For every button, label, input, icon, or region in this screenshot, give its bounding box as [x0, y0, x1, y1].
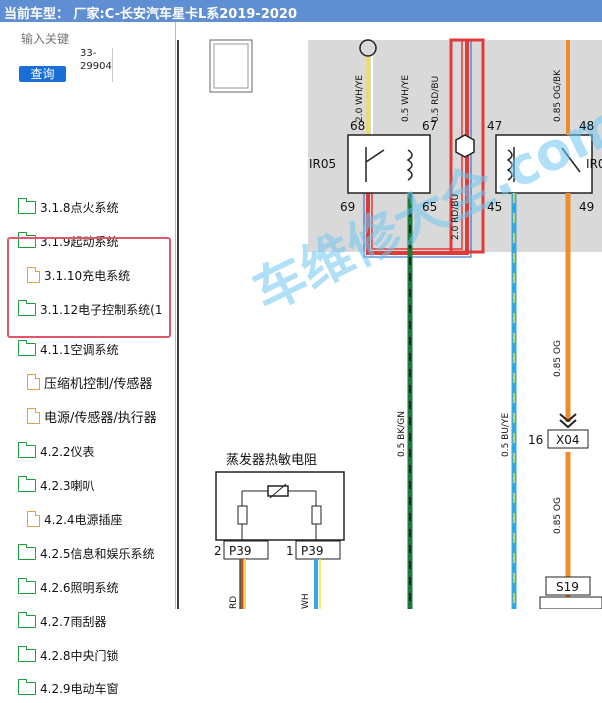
wire-label-wh: WH [301, 593, 311, 609]
tree-item-label: 3.1.12电子控制系统(1 [40, 302, 163, 317]
tree-item-doc[interactable]: 4.2.4电源插座 [27, 504, 202, 534]
sensor-title: 蒸发器热敏电阻 [226, 452, 317, 468]
relay-ir0-label: IR0 [586, 157, 602, 171]
wire-label-bk-gn: 0.5 BK/GN [397, 411, 407, 457]
tree-item-label: 4.2.8中央门锁 [40, 648, 119, 663]
folder-icon [18, 441, 36, 458]
document-icon [27, 511, 40, 527]
pin-49-label: 49 [579, 200, 594, 214]
splice-point [359, 39, 377, 57]
wiring-diagram[interactable]: 车维修大全.com 68 67 69 65 IR05 47 48 45 49 I… [176, 22, 602, 609]
wire-label-rd-bu: 0.5 RD/BU [431, 76, 441, 122]
evaporator-sensor-box [215, 471, 345, 541]
tree-item-folder[interactable]: 4.2.2仪表 [18, 436, 193, 466]
folder-icon [18, 197, 36, 214]
tree-item-doc[interactable]: 3.1.10充电系统 [27, 260, 202, 290]
tree-item-label: 3.1.10充电系统 [44, 268, 131, 283]
relay-ir05-box [347, 134, 431, 194]
folder-icon [18, 577, 36, 594]
resistor-icon-left [237, 505, 248, 525]
document-icon [27, 408, 40, 424]
folder-icon [18, 611, 36, 628]
search-divider [112, 48, 113, 82]
pin-67-label: 67 [422, 119, 437, 133]
arrow-down-icon-2 [559, 419, 577, 429]
tree-item-label: 4.1.1空调系统 [40, 342, 119, 357]
tree-item-folder[interactable]: 3.1.12电子控制系统(1 [18, 294, 193, 324]
pin-69-label: 69 [340, 200, 355, 214]
title-bar: 当前车型： 厂家:C-长安汽车星卡L系2019-2020 [0, 0, 602, 22]
tree-item-folder[interactable]: 4.2.9电动车窗 [18, 673, 193, 703]
selection-highlight-box [7, 237, 171, 338]
wire-label-og-2: 0.85 OG [553, 497, 563, 534]
wire-label-rd-bu-2: 2.0 RD/BU [451, 194, 461, 240]
tree-item-label: 4.2.6照明系统 [40, 580, 119, 595]
sensor-connector-p39-left: P39 [229, 544, 252, 558]
tree-item-label: 3.1.8点火系统 [40, 200, 119, 215]
pin-68-label: 68 [350, 119, 365, 133]
wiring-diagram-svg: 车维修大全.com 68 67 69 65 IR05 47 48 45 49 I… [177, 38, 602, 609]
vehicle-model-title: 当前车型： 厂家:C-长安汽车星卡L系2019-2020 [4, 7, 298, 22]
wire-label-og: 0.85 OG [553, 340, 563, 377]
pin-65-label: 65 [422, 200, 437, 214]
wire-label-og-bk: 0.85 OG/BK [553, 69, 563, 122]
sensor-pin-2: 2 [214, 544, 222, 558]
tree-item-label: 4.2.4电源插座 [44, 512, 123, 527]
tree-item-folder[interactable]: 4.2.5信息和娱乐系统 [18, 538, 193, 568]
tree-item-folder[interactable]: 4.2.3喇叭 [18, 470, 193, 500]
wire-label-wh-ye: 0.5 WH/YE [401, 75, 411, 122]
connector-x04-pin: 16 [528, 433, 543, 447]
relay-coil [406, 149, 413, 181]
tree-item-folder[interactable]: 4.2.7雨刮器 [18, 606, 193, 636]
fuse-hexagon-icon [455, 134, 475, 158]
relay-ir05-label: IR05 [309, 157, 336, 171]
resistor-icon-right [311, 505, 322, 525]
arrow-down-icon [559, 413, 577, 423]
component-box-inner [213, 43, 249, 89]
tree-item-folder[interactable]: 4.2.8中央门锁 [18, 640, 193, 670]
document-icon [27, 374, 40, 390]
pin-45-label: 45 [487, 200, 502, 214]
page-number-label: 33-29904 [80, 48, 112, 72]
folder-icon [18, 678, 36, 695]
connector-s19-box [545, 576, 591, 596]
wire-label-wh-ye-2: 2.0 WH/YE [355, 75, 365, 122]
wire-red-box [449, 38, 485, 254]
tree-item-label: 4.2.2仪表 [40, 444, 95, 459]
search-input[interactable] [19, 28, 115, 50]
folder-icon [18, 645, 36, 662]
wire-label-bu-ye: 0.5 BU/YE [501, 413, 511, 457]
component-box-top [209, 39, 253, 93]
tree-item-folder[interactable]: 4.2.6照明系统 [18, 572, 193, 602]
folder-icon [18, 299, 36, 316]
connector-x04-box [547, 429, 589, 449]
pin-47-label: 47 [487, 119, 502, 133]
tree-item-doc[interactable]: 压缩机控制/传感器 [27, 367, 202, 397]
wire-label-rd: RD [229, 596, 239, 609]
tree-item-folder[interactable]: 4.1.1空调系统 [18, 334, 193, 364]
tree-item-label: 4.2.7雨刮器 [40, 614, 107, 629]
thermistor-slash [269, 483, 287, 499]
relay-switch-line [365, 149, 385, 163]
connector-s19-lower [539, 596, 602, 609]
search-button[interactable]: 查询 [19, 66, 66, 82]
connector-s19-label: S19 [556, 580, 579, 594]
tree-item-label: 4.2.3喇叭 [40, 478, 95, 493]
tree-item-label: 4.2.5信息和娱乐系统 [40, 546, 155, 561]
relay-coil-right [506, 149, 513, 181]
tree-item-label: 4.2.9电动车窗 [40, 681, 119, 696]
tree-item-label: 压缩机控制/传感器 [44, 376, 153, 392]
folder-icon [18, 339, 36, 356]
connector-x04-label: X04 [556, 433, 580, 447]
pin-48-label: 48 [579, 119, 594, 133]
tree-item-folder[interactable]: 3.1.8点火系统 [18, 192, 193, 222]
folder-icon [18, 543, 36, 560]
sensor-connector-p39-right: P39 [301, 544, 324, 558]
tree-item-label: 电源/传感器/执行器 [44, 410, 157, 426]
tree-item-doc[interactable]: 电源/传感器/执行器 [27, 401, 202, 431]
folder-icon [18, 475, 36, 492]
relay-switch-line-right [561, 147, 581, 173]
sensor-pin-1: 1 [286, 544, 294, 558]
document-icon [27, 267, 40, 283]
